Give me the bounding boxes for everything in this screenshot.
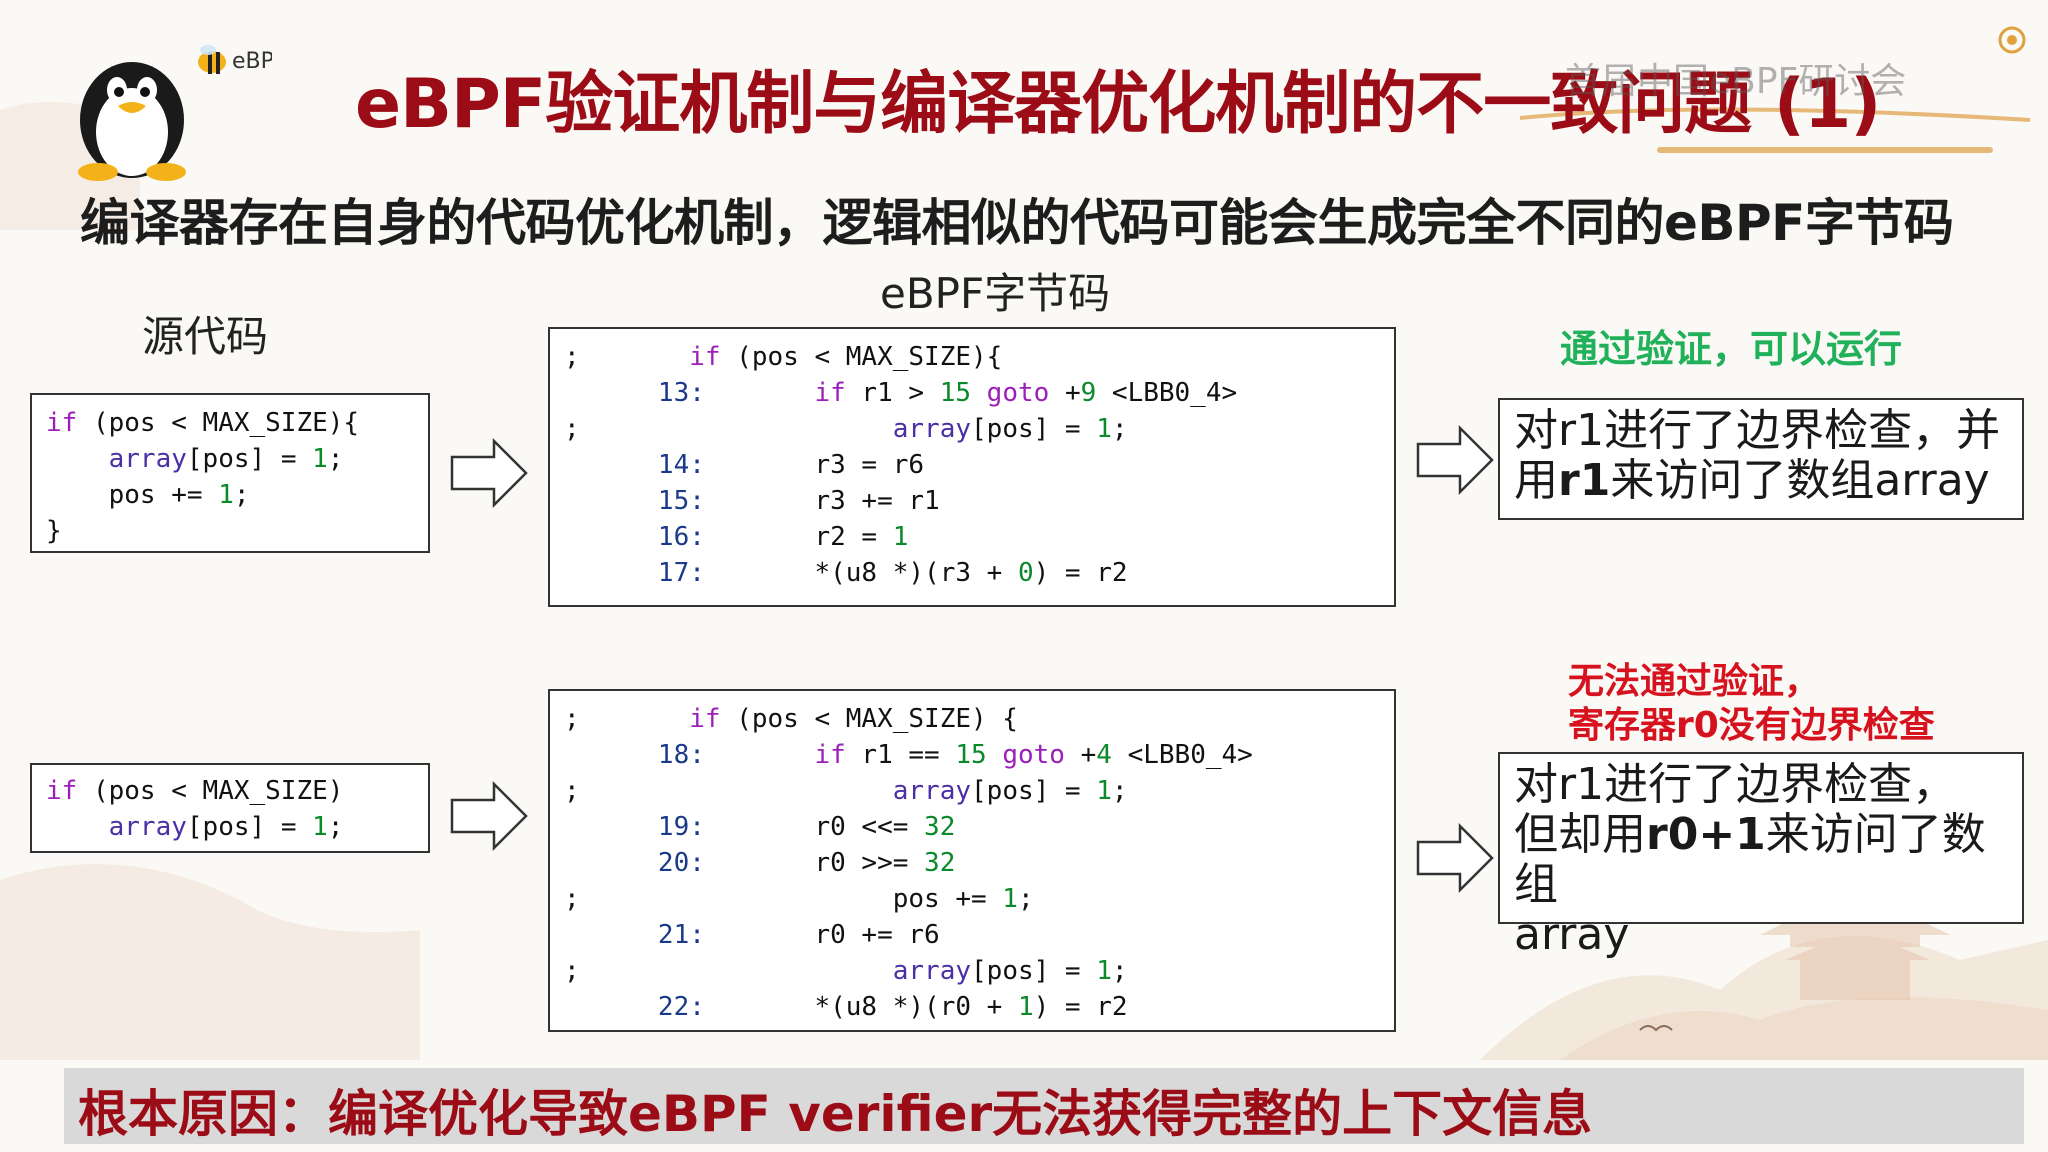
conclusion-text: 根本原因：编译优化导致eBPF verifier无法获得完整的上下文信息 — [78, 1085, 1593, 1143]
arrow-right-icon — [450, 780, 528, 852]
svg-text:eBPF: eBPF — [232, 49, 272, 74]
tux-logo: eBPF — [78, 45, 272, 181]
event-watermark: 首届中国eBPF研讨会 — [1565, 61, 1907, 102]
verify-fail-status: 无法通过验证， 寄存器r0没有边界检查 — [1568, 661, 1935, 746]
arrow-right-icon — [450, 437, 528, 509]
explanation-box-2: 对r1进行了边界检查， 但却用r0+1来访问了数组 array — [1498, 752, 2024, 960]
source-code-box-1: if (pos < MAX_SIZE){ array[pos] = 1; pos… — [30, 393, 430, 553]
page-title: eBPF验证机制与编译器优化机制的不一致问题 (1) — [355, 65, 1881, 144]
bytecode-box-2: ; if (pos < MAX_SIZE) { 18: if r1 == 15 … — [548, 689, 1396, 1032]
verify-pass-status: 通过验证，可以运行 — [1560, 327, 1903, 371]
bytecode-label: eBPF字节码 — [880, 269, 1111, 318]
source-code-box-2: if (pos < MAX_SIZE) array[pos] = 1; — [30, 763, 430, 853]
source-code-label: 源代码 — [142, 312, 269, 361]
arrow-right-icon — [1416, 822, 1494, 894]
slide-subtitle: 编译器存在自身的代码优化机制，逻辑相似的代码可能会生成完全不同的eBPF字节码 — [80, 194, 1954, 252]
conclusion-bar — [64, 1068, 2024, 1144]
arrow-right-icon — [1416, 424, 1494, 496]
explanation-box-1: 对r1进行了边界检查，并 用r1来访问了数组array — [1498, 398, 2024, 520]
bytecode-box-1: ; if (pos < MAX_SIZE){ 13: if r1 > 15 go… — [548, 327, 1396, 607]
